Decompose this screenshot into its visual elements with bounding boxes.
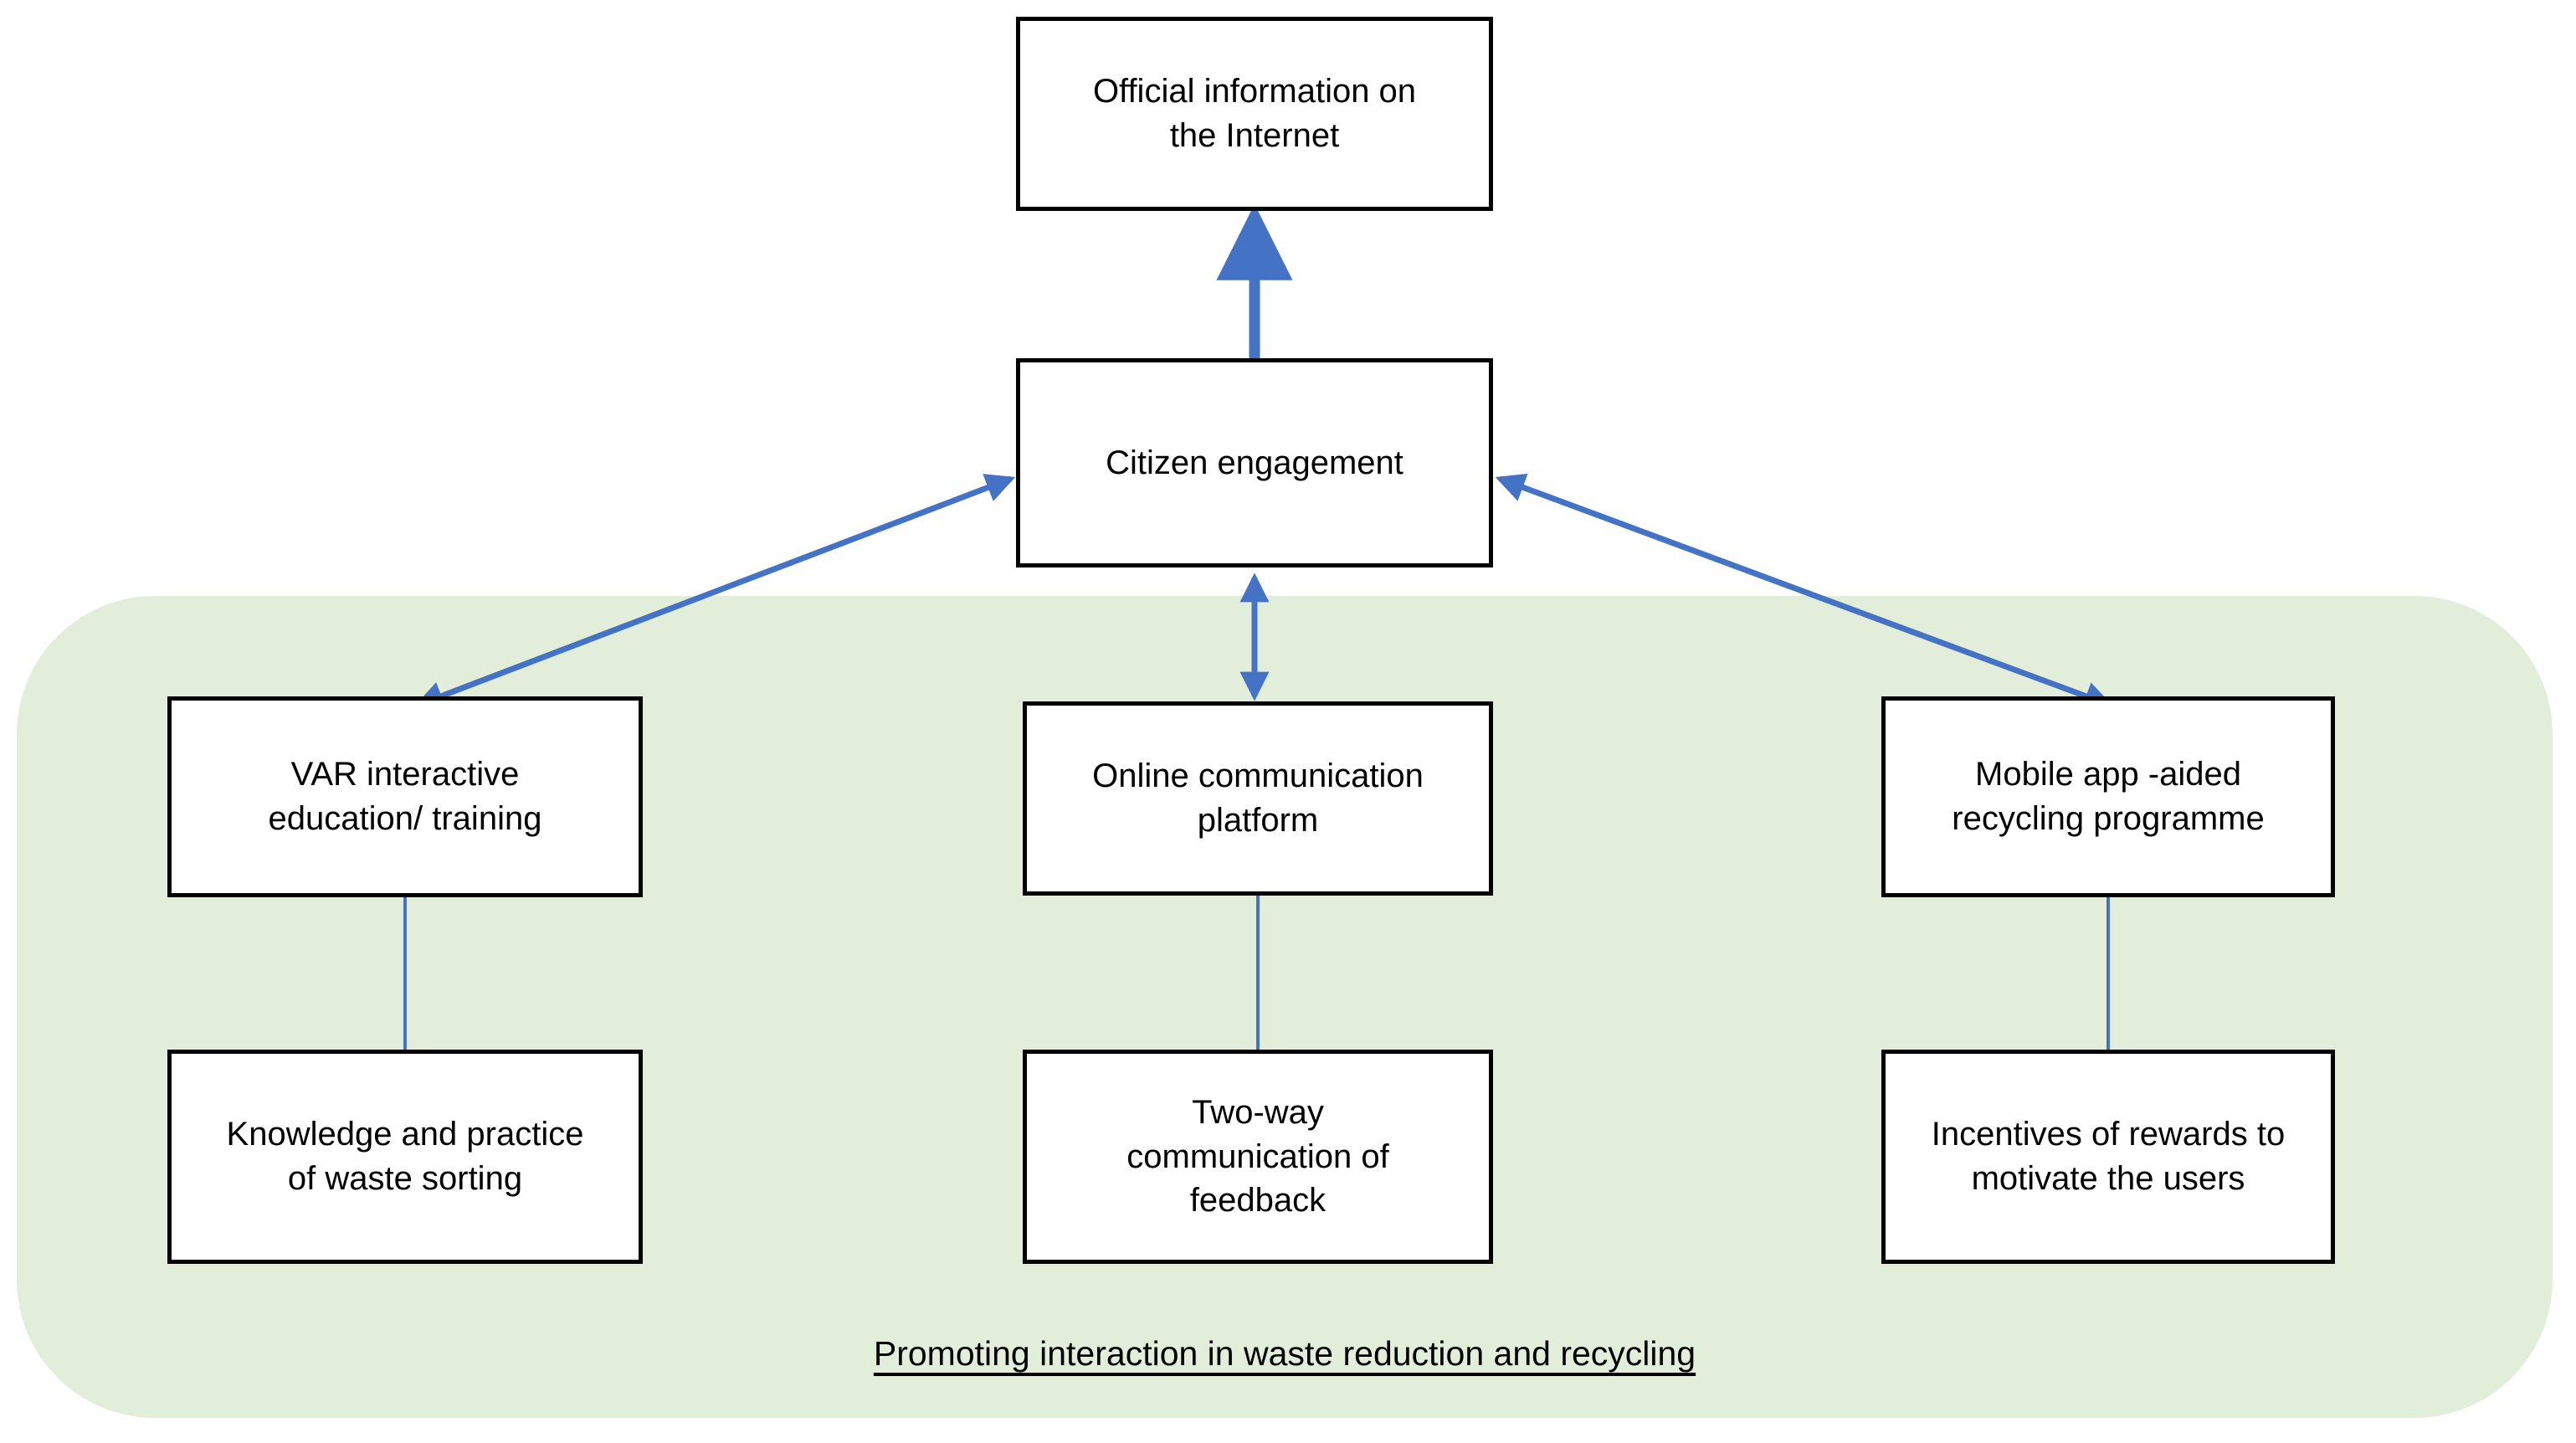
node-label: VAR interactive education/ training <box>268 756 542 837</box>
node-official-information-on-the-internet[interactable]: Official information on the Internet <box>1016 17 1493 211</box>
node-two-way-communication-of-feedback[interactable]: Two-way communication of feedback <box>1023 1050 1493 1264</box>
node-online-communication-platform[interactable]: Online communication platform <box>1023 701 1493 896</box>
node-label: Online communication platform <box>1092 757 1424 839</box>
node-label: Official information on the Internet <box>1092 73 1417 154</box>
node-label: Two-way communication of feedback <box>1126 1093 1389 1220</box>
node-knowledge-and-practice-of-waste-sorting[interactable]: Knowledge and practice of waste sorting <box>167 1050 643 1264</box>
node-label: Knowledge and practice of waste sorting <box>226 1116 584 1197</box>
node-label: Citizen engagement <box>1106 444 1403 481</box>
node-mobile-app-aided-recycling-programme[interactable]: Mobile app -aided recycling programme <box>1881 696 2335 897</box>
group-caption-text: Promoting interaction in waste reduction… <box>873 1334 1696 1373</box>
node-label: Incentives of rewards to motivate the us… <box>1931 1116 2286 1197</box>
node-label: Mobile app -aided recycling programme <box>1952 756 2265 837</box>
node-citizen-engagement[interactable]: Citizen engagement <box>1016 358 1493 567</box>
node-incentives-of-rewards-to-motivate-the-users[interactable]: Incentives of rewards to motivate the us… <box>1881 1050 2335 1264</box>
node-var-interactive-education-training[interactable]: VAR interactive education/ training <box>167 696 643 897</box>
group-caption: Promoting interaction in waste reduction… <box>17 1334 2553 1374</box>
